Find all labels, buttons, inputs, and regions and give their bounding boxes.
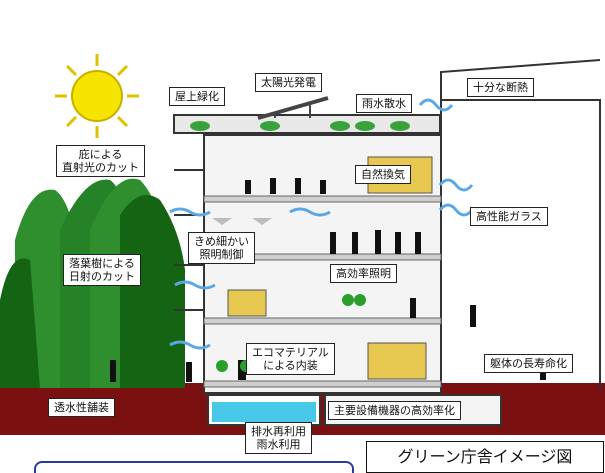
label-natural-ventilation: 自然換気 bbox=[355, 165, 411, 184]
label-efficient-lighting: 高効率照明 bbox=[330, 264, 397, 283]
label-rainwater-spray: 雨水散水 bbox=[356, 94, 412, 113]
solar-panel-icon bbox=[257, 96, 329, 120]
lighting-cones bbox=[212, 218, 272, 225]
blue-frame-edge bbox=[34, 461, 354, 473]
label-water-reuse: 排水再利用 雨水利用 bbox=[245, 422, 312, 454]
sun-icon bbox=[55, 54, 139, 138]
roof-greening bbox=[190, 121, 410, 131]
air-flow-icon bbox=[169, 98, 474, 350]
label-eco-materials: エコマテリアル による内装 bbox=[246, 343, 335, 375]
label-roof-greening: 屋上緑化 bbox=[169, 87, 225, 106]
label-deciduous-trees: 落葉樹による 日射のカット bbox=[63, 254, 141, 286]
diagram-caption: グリーン庁舎イメージ図 bbox=[366, 441, 604, 473]
water-tank bbox=[207, 394, 321, 426]
label-permeable-paving: 透水性舗装 bbox=[48, 398, 115, 417]
label-high-perf-glass: 高性能ガラス bbox=[470, 207, 548, 226]
label-insulation: 十分な断熱 bbox=[467, 78, 534, 97]
label-lighting-control: きめ細かい 照明制御 bbox=[188, 232, 255, 264]
label-solar-power: 太陽光発電 bbox=[255, 73, 322, 92]
label-efficient-equipment: 主要設備機器の高効率化 bbox=[328, 401, 461, 420]
label-eaves-cut: 庇による 直射光のカット bbox=[56, 145, 145, 177]
label-long-life: 躯体の長寿命化 bbox=[484, 354, 573, 373]
